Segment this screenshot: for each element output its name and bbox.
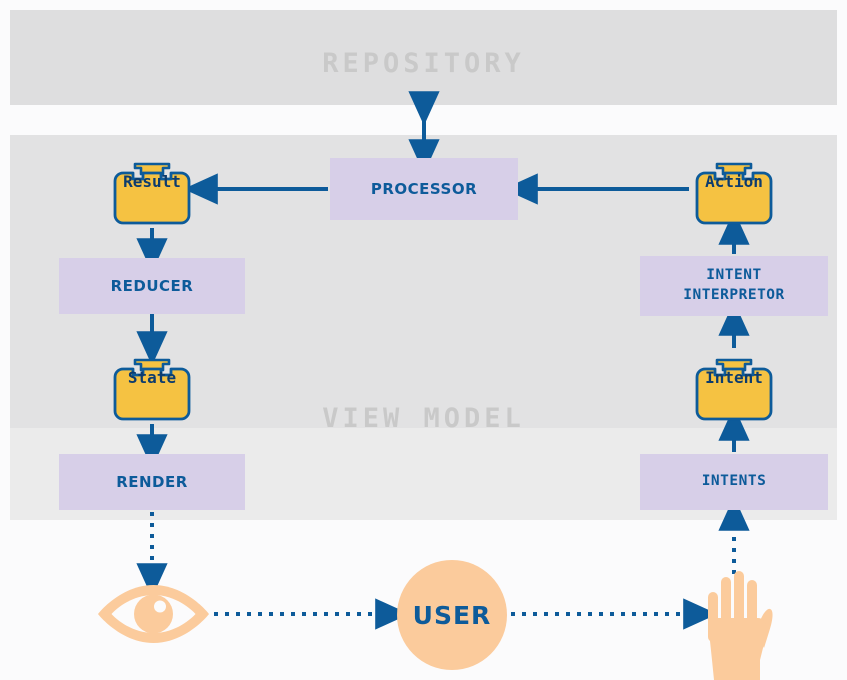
node-reducer-label: REDUCER <box>110 277 194 295</box>
eye-icon <box>98 585 209 643</box>
node-render-label: RENDER <box>116 473 188 491</box>
node-intent-interpretor-line2: INTERPRETOR <box>683 287 785 303</box>
node-action[interactable]: Action <box>691 152 777 228</box>
actor-user-label: USER <box>412 600 492 630</box>
node-state[interactable]: State <box>109 348 195 424</box>
node-reducer[interactable]: REDUCER <box>59 258 245 314</box>
node-intent-interpretor-line1: INTENT <box>706 267 762 284</box>
node-intent-interpretor[interactable]: INTENT INTERPRETOR <box>640 256 828 316</box>
briefcase-icon <box>695 162 773 225</box>
node-intent-interpretor-label: INTENT INTERPRETOR <box>683 266 785 305</box>
node-processor-label: PROCESSOR <box>370 180 478 198</box>
node-processor[interactable]: PROCESSOR <box>330 158 518 220</box>
node-render[interactable]: RENDER <box>59 454 245 510</box>
node-intents[interactable]: INTENTS <box>640 454 828 510</box>
node-result[interactable]: Result <box>109 152 195 228</box>
band-repository-label: REPOSITORY <box>322 48 525 79</box>
band-repository: REPOSITORY <box>10 10 837 105</box>
hand-icon <box>708 571 773 680</box>
node-intent[interactable]: Intent <box>691 348 777 424</box>
briefcase-icon <box>695 358 773 421</box>
actor-user: USER <box>397 560 507 670</box>
briefcase-icon <box>113 162 191 225</box>
node-intents-label: INTENTS <box>701 473 767 490</box>
briefcase-icon <box>113 358 191 421</box>
